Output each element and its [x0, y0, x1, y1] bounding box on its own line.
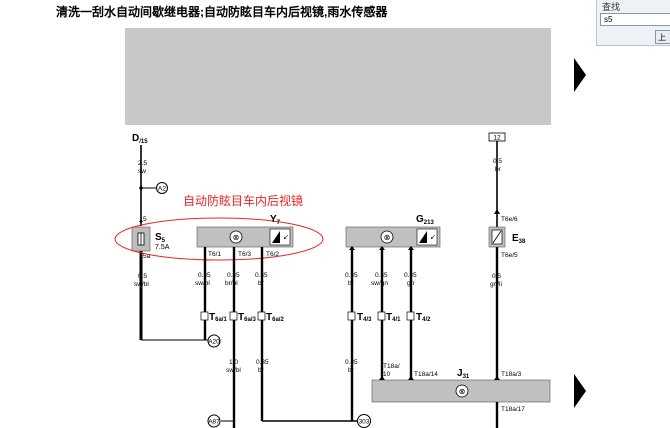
page-title: 清洗一刮水自动间歇继电器;自动防眩目车内后视镜,雨水传感器: [56, 4, 388, 19]
module-icon-glyph: ⊗: [384, 233, 391, 242]
wire-y-2-color: br/bl: [225, 280, 238, 287]
wire-g-1-size: 0.35: [345, 272, 358, 279]
fuse-s5-label: S5: [155, 232, 166, 244]
connector-t43-box: [347, 311, 356, 321]
annotation-mirror: 自动防眩目车内后视镜: [183, 193, 303, 208]
component-y7-box: [196, 226, 294, 248]
wire-d-color: sw: [138, 168, 146, 175]
module-icon: [455, 384, 469, 398]
wire-y-1-color: sw/bl: [195, 280, 210, 287]
find-input[interactable]: [600, 13, 670, 26]
fuse-pin-bottom: 5a: [143, 253, 151, 260]
module-icon-glyph: ⊗: [459, 387, 466, 396]
j31-pin-mid: T18a/14: [414, 371, 438, 378]
wire-e-top-color: br: [495, 166, 502, 173]
connector-t6a1-label: T6a/1: [209, 312, 227, 323]
e38-pin-bottom: T6e/5: [501, 252, 518, 259]
junction-dot: [139, 186, 143, 190]
find-up-button[interactable]: 上: [655, 30, 670, 44]
wire-e-top-size: 0.5: [493, 158, 502, 165]
connector-t6a3-box: [229, 311, 238, 321]
wire-g-2-color: sw/gn: [371, 280, 388, 287]
wire-g-2-size: 0.35: [375, 272, 388, 279]
component-j31-label: J31: [457, 368, 470, 380]
wire-g-1b-color: br: [348, 367, 355, 374]
wire-y-3b-color: br: [258, 367, 265, 374]
j31-pin-bottom: T18a/17: [501, 406, 525, 413]
wire-fuse-out-size: 0.5: [138, 273, 147, 280]
connector-t43-label: T4/3: [357, 312, 372, 323]
light-arrows-icon: ↙: [283, 234, 289, 241]
component-g213-label: G213: [416, 214, 434, 226]
connector-t6a2-label: T6a/2: [266, 312, 284, 323]
ref-303-label: 303: [359, 419, 370, 426]
fuse-rating: 7.5A: [155, 244, 170, 251]
wire-y-2b-size: 1.0: [229, 359, 238, 366]
connector-t6a1-box: [200, 311, 209, 321]
module-icon-glyph: ⊗: [233, 233, 240, 242]
ref-a20-label: A20: [208, 339, 220, 346]
sensor-triangle: [419, 231, 427, 243]
y7-pin-2: T6/3: [238, 251, 251, 258]
terminal-12-label: 12: [493, 135, 501, 142]
wire-y-2b-color: sw/bl: [226, 367, 241, 374]
ref-a2-label: A2: [158, 186, 166, 193]
e38-pin-top: T6e/6: [501, 216, 518, 223]
y7-pin-1: T6/1: [208, 251, 221, 258]
supply-d-label: D/15: [132, 133, 148, 145]
wire-y-2-size: 0.35: [227, 272, 240, 279]
module-icon: [380, 230, 394, 244]
ref-a20-circle: [207, 334, 221, 348]
wire-g-3-color: gn: [407, 280, 415, 287]
highlight-ellipse: [114, 217, 324, 261]
wire-y-1-size: 0.35: [198, 272, 211, 279]
wire-g-3-size: 0.35: [404, 272, 417, 279]
j31-pin-left-a: T18a/: [383, 363, 400, 370]
connector-t6a3-label: T6a/3: [238, 312, 256, 323]
light-arrows-icon: ↙: [430, 234, 436, 241]
ref-a2-circle: [156, 182, 168, 194]
connector-t6a2-box: [257, 311, 266, 321]
ref-a87-label: A87: [208, 419, 220, 426]
next-page-arrow-icon[interactable]: [574, 58, 586, 92]
next-page-arrow-icon[interactable]: [574, 374, 586, 408]
wire-fuse-out-color: sw/bl: [134, 281, 149, 288]
diagram-header-band: [125, 28, 551, 125]
wire-e-bot-color: gn/li: [490, 281, 502, 288]
find-label: 查找: [602, 2, 621, 12]
wire-g-1-color: br: [348, 280, 355, 287]
ref-a87-circle: [207, 414, 221, 428]
connector-t41-box: [377, 311, 386, 321]
wire-d-size: 2.5: [138, 160, 147, 167]
wire-e-bot-size: 0.5: [492, 273, 501, 280]
j31-pin-left-b: 10: [383, 371, 391, 378]
component-y7-label: Y7: [270, 214, 281, 226]
connector-t42-box: [406, 311, 415, 321]
find-panel: 查找 上: [596, 0, 670, 46]
wire-y-3-size: 0.35: [255, 272, 268, 279]
sensor-triangle: [272, 231, 280, 243]
y7-pin-3: T6/2: [266, 251, 279, 258]
connector-t41-label: T4/1: [386, 312, 401, 323]
fuse-pin-top: 5: [143, 216, 147, 223]
wire-y-3b-size: 0.35: [256, 359, 269, 366]
j31-pin-right: T18a/3: [501, 371, 522, 378]
module-icon: [229, 230, 243, 244]
pin-arrow: [139, 219, 143, 222]
wire-g-1b-size: 0.35: [345, 359, 358, 366]
wire-y-3-color: br: [258, 280, 265, 287]
connector-t42-label: T4/2: [416, 312, 431, 323]
component-e38-label: E38: [512, 233, 526, 245]
